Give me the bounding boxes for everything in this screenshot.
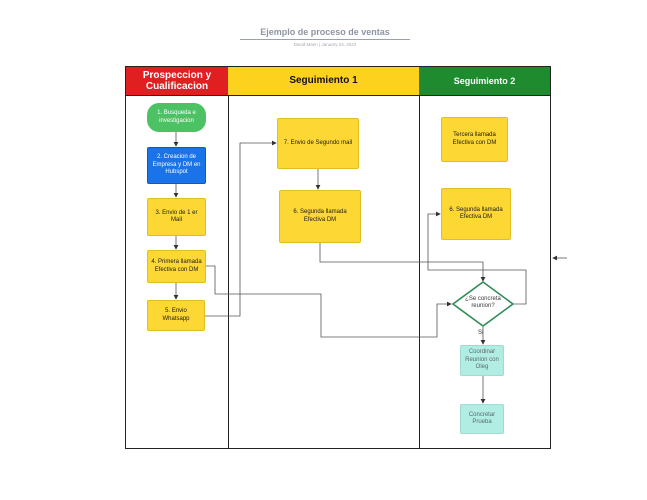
node-envio-whatsapp-label: 5. Envio Whatsapp [162,308,190,322]
node-creacion-empresa-label: 2. Creacion de Empresa y DM en Hubspot [152,154,201,176]
node-creacion-empresa[interactable]: 2. Creacion de Empresa y DM en Hubspot [147,147,206,184]
node-envio-whatsapp[interactable]: 5. Envio Whatsapp [147,300,205,331]
lane-header-seguimiento-2[interactable]: Seguimiento 2 [419,66,551,96]
lane-body-prospeccion [125,96,229,449]
node-envio-mail-label: 3. Envio de 1 er Mail [155,209,198,224]
node-tercera-llamada[interactable]: Tercera llamada Efectiva con DM [441,117,508,162]
lane-title-seguimiento-2: Seguimiento 2 [453,75,516,86]
lane-header-prospeccion[interactable]: Prospeccion y Cualificacion [125,66,229,96]
document-title: Ejemplo de proceso de ventas [260,27,390,37]
node-tercera-llamada-label: Tercera llamada Efectiva con DM [452,132,497,146]
edge-primera-llamada-decision [205,265,452,338]
document-subtitle: David Marin | January 23, 2023 [293,42,357,47]
node-segunda-llamada-2[interactable]: 6. Segunda llamada Efectiva DM [441,188,511,240]
lane-header-seguimiento-1[interactable]: Seguimiento 1 [228,66,420,96]
node-segunda-llamada-1-label: 6. Segunda llamada Efectiva DM [293,209,347,223]
edge-segunda-llamada-decision [319,243,486,282]
node-coordinar-reunion-label: Coordinar Reunion con Oleg [465,349,499,371]
node-decision[interactable]: ¿Se concreta reunion? [455,288,511,318]
node-busqueda[interactable]: 1. Busqueda e investigacion [147,103,206,132]
node-decision-label: ¿Se concreta reunion? [465,295,501,310]
title-divider [240,39,410,40]
node-segunda-llamada-1[interactable]: 6. Segunda llamada Efectiva DM [279,190,361,243]
edge-label-si: Si [478,330,484,336]
node-concretar-prueba[interactable]: Concretar Prueba [460,404,504,434]
lane-title-seguimiento-1: Seguimiento 1 [289,75,358,87]
node-segunda-llamada-2-label: 6. Segunda llamada Efectiva DM [449,206,503,221]
edge-decision-segunda-llamada-2 [427,211,527,305]
node-concretar-prueba-label: Concretar Prueba [468,411,496,426]
node-coordinar-reunion[interactable]: Coordinar Reunion con Oleg [460,345,504,376]
decision-diamond [451,281,515,327]
lane-title-prospeccion: Prospeccion y Cualificacion [142,69,212,93]
node-primera-llamada[interactable]: 4. Primera llamada Efectiva con DM [147,250,206,283]
edge-whatsapp-segundo-mail [205,140,277,317]
lane-body-seguimiento-1 [228,96,420,449]
node-busqueda-label: 1. Busqueda e investigacion [157,110,196,124]
node-primera-llamada-label: 4. Primera llamada Efectiva con DM [151,259,202,273]
lane-body-seguimiento-2 [419,96,551,449]
node-envio-segundo-mail[interactable]: 7. Envio de Segundo mail [277,118,359,169]
node-envio-mail[interactable]: 3. Envio de 1 er Mail [147,198,206,236]
node-envio-segundo-mail-label: 7. Envio de Segundo mail [283,139,353,146]
